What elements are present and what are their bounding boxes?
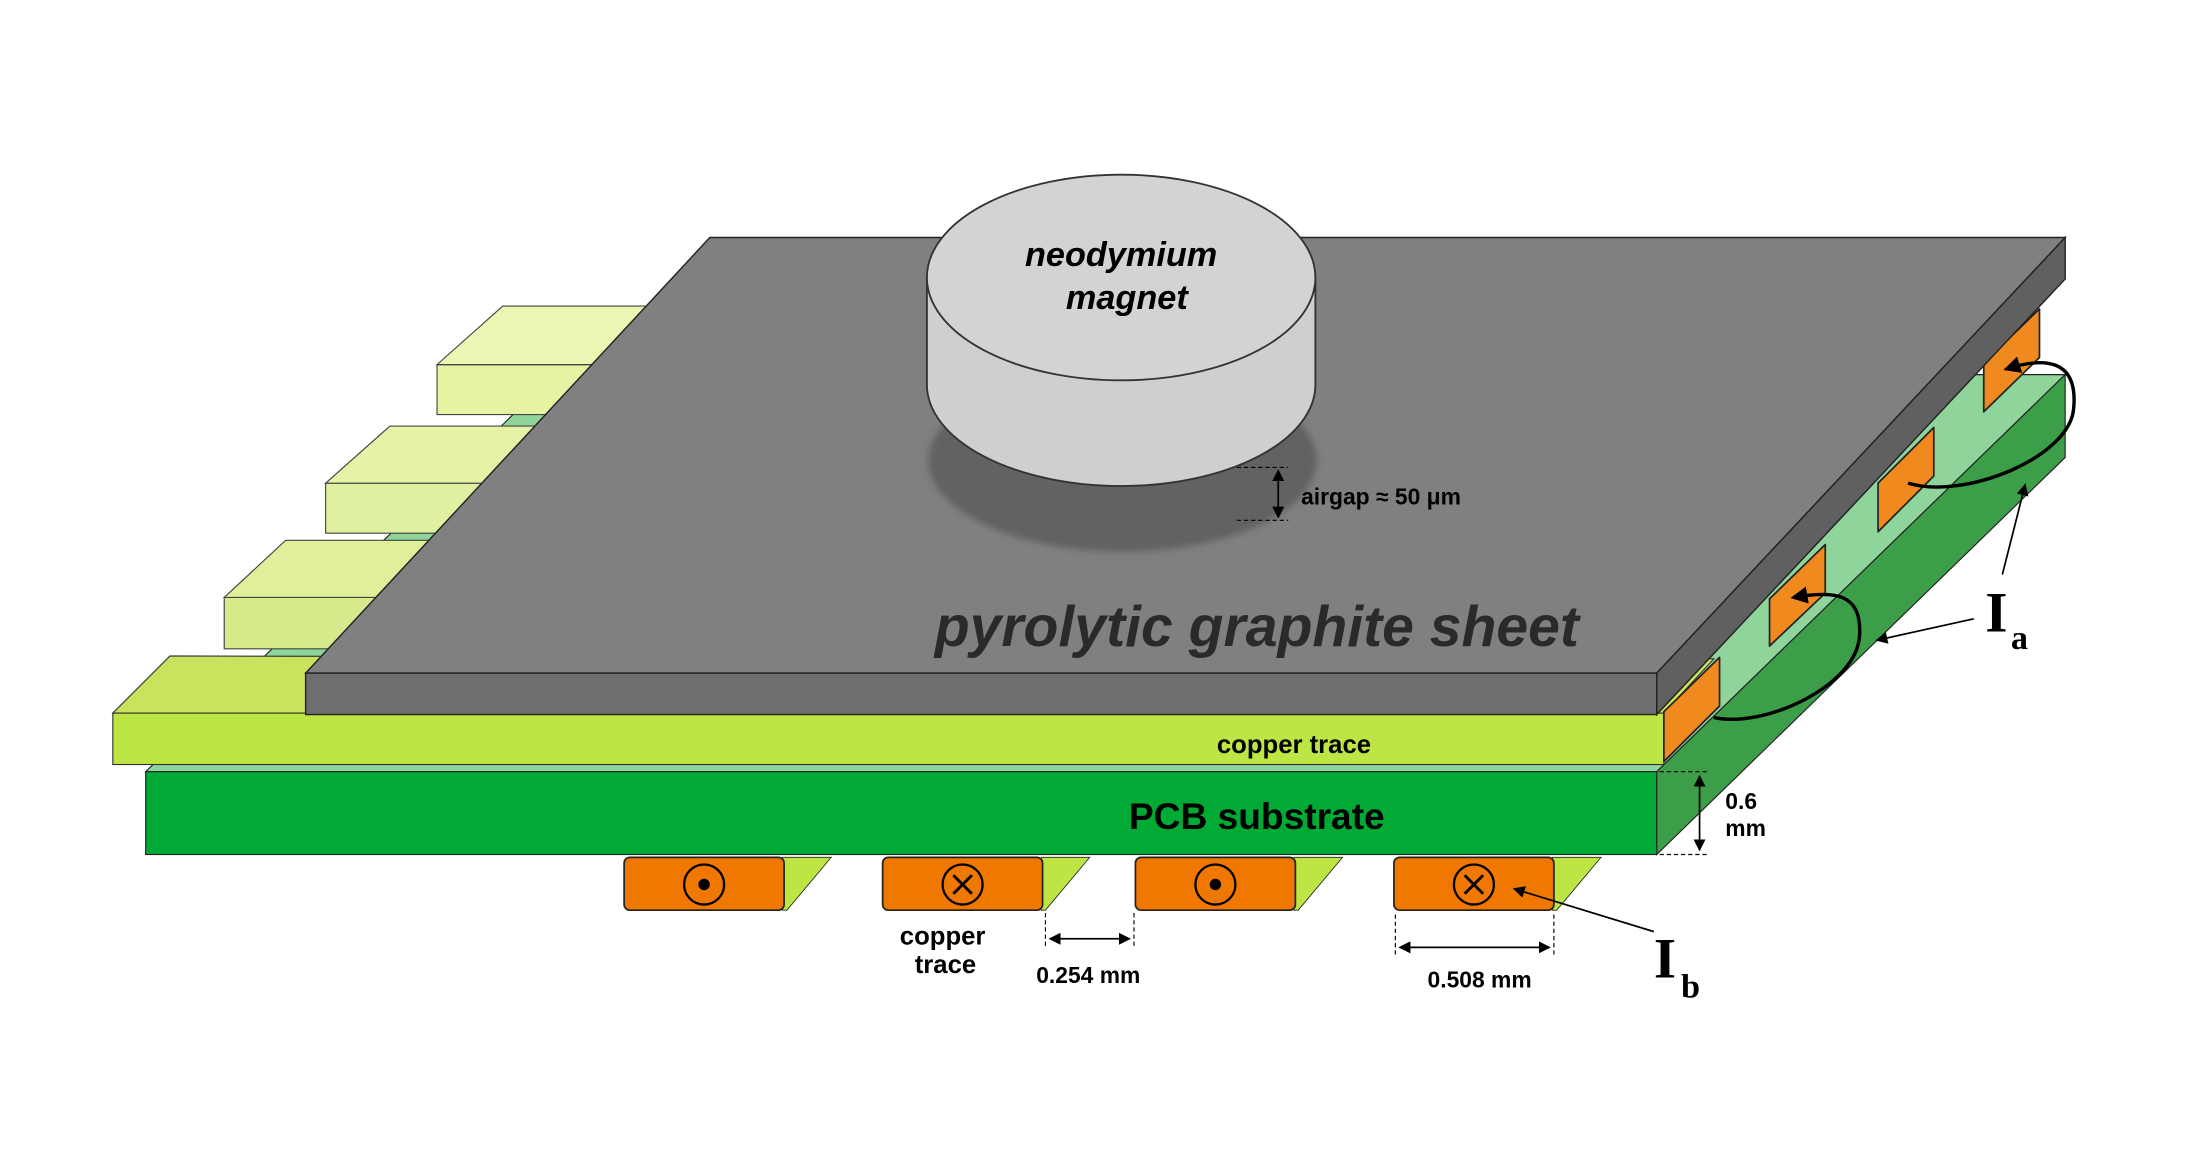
copper-trace-bottom-label-line1: copper bbox=[900, 922, 986, 950]
thickness-label-line1: 0.6 bbox=[1725, 788, 1757, 814]
current-out-of-page-icon bbox=[1194, 863, 1237, 906]
pcb-label: PCB substrate bbox=[1129, 795, 1385, 837]
current-a-subscript: a bbox=[2011, 619, 2028, 657]
airgap-label: airgap ≈ 50 μm bbox=[1301, 484, 1461, 510]
current-b-subscript: b bbox=[1681, 967, 1700, 1005]
side-trace-end-3 bbox=[1877, 426, 1935, 533]
copper-trace-top-label: copper trace bbox=[1217, 731, 1371, 759]
copper-trace-bottom-label-line2: trace bbox=[915, 951, 976, 979]
current-a-label: I bbox=[1985, 582, 2007, 645]
gap-dim-label: 0.254 mm bbox=[1036, 962, 1140, 988]
bottom-trace-3 bbox=[1134, 856, 1344, 912]
bottom-copper-traces bbox=[623, 856, 1602, 912]
bottom-trace-1 bbox=[623, 856, 833, 912]
thickness-label-line2: mm bbox=[1725, 815, 1766, 841]
current-loop-lower bbox=[1713, 586, 1862, 721]
airgap-dimension: airgap ≈ 50 μm bbox=[1236, 466, 1461, 521]
gap-dimension: 0.254 mm bbox=[1036, 913, 1140, 988]
bottom-trace-2 bbox=[881, 856, 1091, 912]
current-a-annotation: I a bbox=[1875, 483, 2029, 657]
current-direction-symbols bbox=[682, 863, 1496, 906]
neodymium-magnet: neodymium magnet bbox=[925, 173, 1317, 487]
magnet-label-line2: magnet bbox=[1066, 279, 1189, 317]
current-loops bbox=[1713, 356, 2076, 721]
current-out-of-page-icon bbox=[682, 863, 726, 906]
magnet-label-line1: neodymium bbox=[1025, 236, 1217, 274]
thickness-dimension: 0.6 mm bbox=[1659, 771, 1766, 856]
trace-width-dimension: 0.508 mm bbox=[1394, 914, 1555, 992]
graphite-label: pyrolytic graphite sheet bbox=[933, 595, 1581, 659]
current-into-page-icon bbox=[941, 863, 984, 906]
bottom-trace-4 bbox=[1393, 856, 1602, 912]
magnet-top-face bbox=[925, 173, 1317, 382]
current-into-page-icon bbox=[1452, 863, 1496, 906]
pcb-front-face bbox=[145, 771, 1658, 856]
current-loop-upper bbox=[1907, 356, 2076, 489]
graphite-front-face bbox=[304, 672, 1658, 716]
current-b-label: I bbox=[1654, 927, 1676, 990]
current-b-annotation: I b bbox=[1512, 886, 1700, 1005]
side-trace-end-1 bbox=[1662, 656, 1721, 763]
trace-dim-label: 0.508 mm bbox=[1428, 966, 1532, 992]
